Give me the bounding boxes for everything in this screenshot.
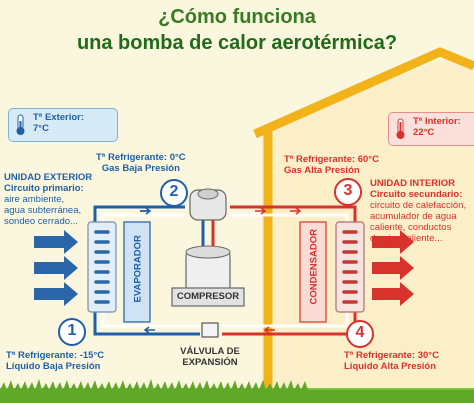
thermometer-icon [396,118,405,139]
thermometer-icon [16,114,25,135]
step-3-state: Gas Alta Presión [284,165,360,176]
title-line-1: ¿Cómo funciona [158,6,316,28]
incoming-air-arrows [34,230,78,306]
unidad-exterior-subtitle: Circuito primario: [4,183,84,194]
condensador-label: CONDENSADOR [308,229,320,305]
outgoing-heat-arrows [372,230,414,306]
interior-fan-unit [335,221,365,313]
exterior-temp-value: 7°C [33,123,49,134]
step-3-temp: Tª Refrigerante: 60°C [284,154,379,165]
exterior-fan-unit [87,221,117,313]
unidad-exterior-title: UNIDAD EXTERIOR [4,172,93,183]
step-2-badge: 2 [160,179,188,207]
step-1-state: Líquido Baja Presión [6,361,101,372]
unidad-exterior-line: sondeo cerrado... [4,216,78,227]
step-3-info: Tª Refrigerante: 60°C Gas Alta Presión [284,154,379,176]
step-1-info: Tª Refrigerante: -15°C Líquido Baja Pres… [6,350,104,372]
step-3-badge: 3 [334,178,362,206]
unidad-interior-subtitle: Circuito secundario: [370,189,463,200]
step-4-info: Tª Refrigerante: 30°C Líquido Alta Presi… [344,350,439,372]
unidad-interior-title: UNIDAD INTERIOR [370,178,455,189]
evaporator-panel [123,221,151,323]
unidad-exterior-line: agua subterránea, [4,205,82,216]
step-2-temp: Tª Refrigerante: 0°C [96,152,186,163]
exterior-temp-label: Tª Exterior: [33,112,85,123]
title-line-2: una bomba de calor aerotérmica? [76,32,398,54]
compresor-label: COMPRESOR [176,291,240,302]
interior-temp-box: Tª Interior: 22°C [388,112,474,146]
compressor [171,188,245,307]
valvula-label: VÁLVULA DE EXPANSIÓN [168,346,252,368]
evaporador-label: EVAPORADOR [132,235,144,303]
unidad-interior-line: circuito de calefacción, [370,200,467,211]
exterior-temp-box: Tª Exterior: 7°C [8,108,118,142]
step-1-temp: Tª Refrigerante: -15°C [6,350,105,361]
unidad-exterior-line: aire ambiente, [4,194,65,205]
unidad-interior-line: de aire caliente... [370,233,443,244]
step-1-badge: 1 [58,318,86,346]
grass [0,379,474,403]
step-2-info: Tª Refrigerante: 0°C Gas Baja Presión [96,152,186,174]
unidad-exterior-block: UNIDAD EXTERIOR Circuito primario: aire … [4,172,92,227]
step-4-state: Líquido Alta Presión [344,361,437,372]
interior-temp-value: 22°C [413,127,435,138]
unidad-interior-block: UNIDAD INTERIOR Circuito secundario: cir… [370,178,466,244]
step-2-state: Gas Baja Presión [101,163,180,174]
step-4-temp: Tª Refrigerante: 30°C [344,350,439,361]
valvula-label-line: VÁLVULA DE [180,346,240,357]
expansion-valve [201,322,219,338]
condenser-panel [299,221,327,323]
unidad-interior-line: acumulador de agua [370,211,457,222]
step-4-badge: 4 [346,320,374,348]
valvula-label-line: EXPANSIÓN [182,357,238,368]
unidad-interior-line: caliente, conductos [370,222,452,233]
interior-temp-label: Tª Interior: [413,116,461,127]
